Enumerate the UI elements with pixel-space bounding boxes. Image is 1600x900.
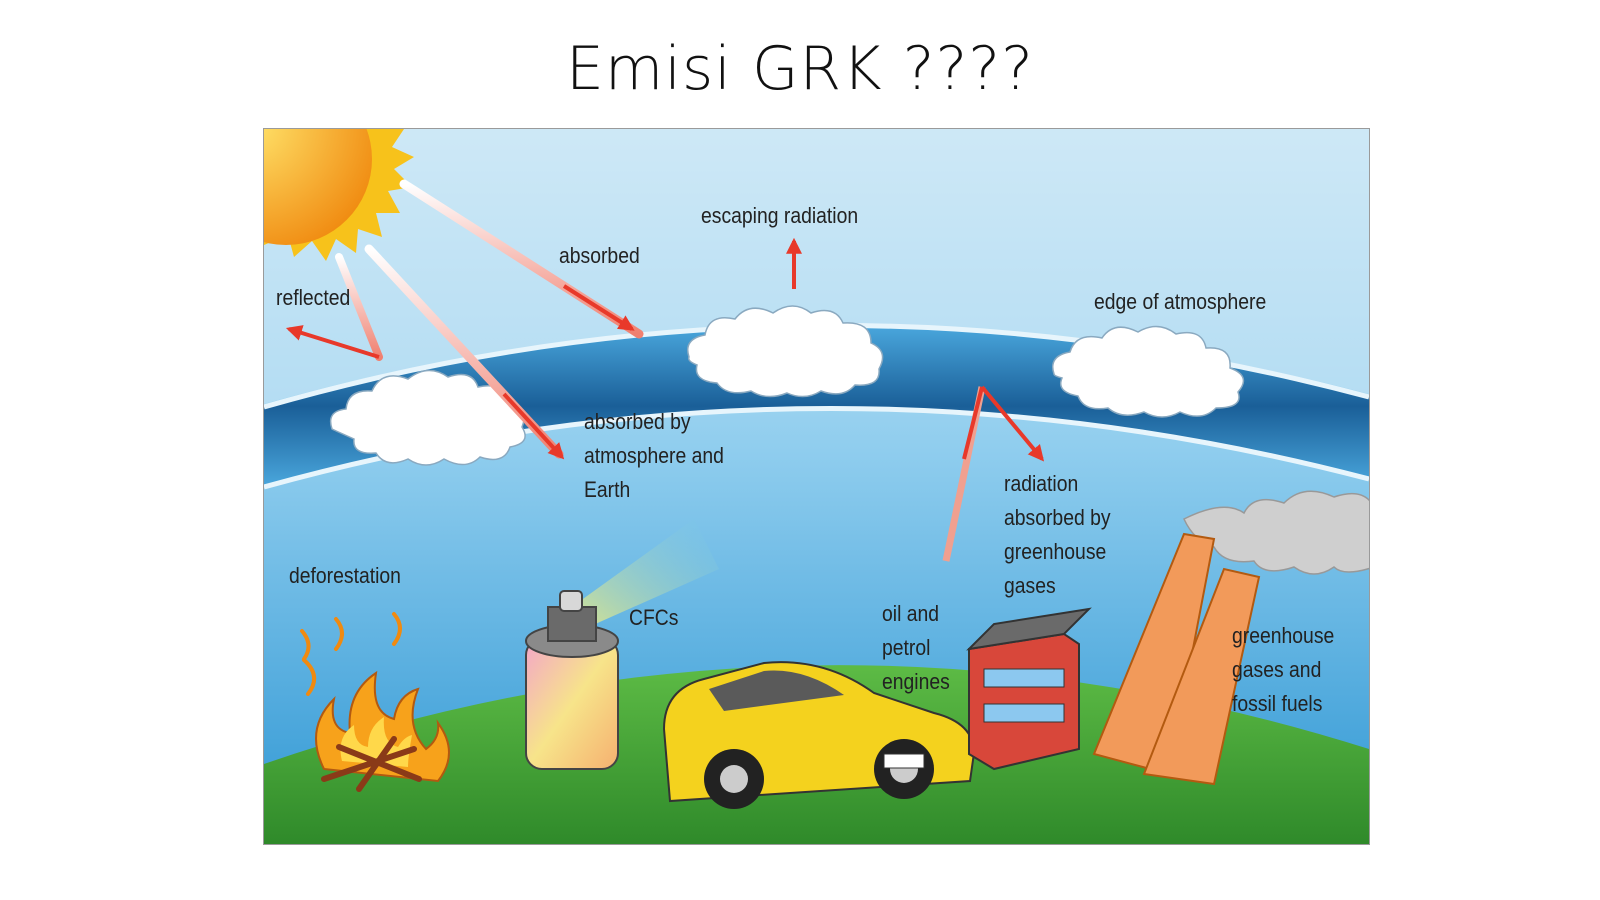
label-escaping-radiation: escaping radiation [701, 203, 859, 228]
label-oil-petrol-1: oil and [882, 601, 940, 626]
sun-icon [264, 129, 414, 261]
radiation-arrows [285, 179, 1045, 562]
label-absorbed: absorbed [559, 243, 640, 268]
label-edge-of-atmosphere: edge of atmosphere [1094, 289, 1267, 314]
label-reflected: reflected [276, 285, 351, 310]
label-absorbed-by-2: atmosphere and [584, 443, 724, 468]
diagram-illustration [264, 129, 1369, 844]
label-greenhouse-fossil-2: gases and [1232, 657, 1322, 682]
label-absorbed-by-1: absorbed by [584, 409, 691, 434]
chimney-icon [1092, 490, 1369, 786]
greenhouse-effect-diagram: escaping radiation absorbed reflected ed… [263, 128, 1370, 845]
label-oil-petrol-3: engines [882, 669, 950, 694]
cloud-right [1052, 325, 1245, 418]
slide-title: Emisi GRK ???? [565, 34, 1034, 104]
label-oil-petrol-2: petrol [882, 635, 931, 660]
fire-icon [300, 612, 450, 792]
label-radiation-absorbed-3: greenhouse [1004, 539, 1107, 564]
label-greenhouse-fossil-3: fossil fuels [1232, 691, 1323, 716]
label-cfcs: CFCs [629, 605, 679, 630]
label-radiation-absorbed-4: gases [1004, 573, 1056, 598]
spray-can-icon [525, 519, 719, 770]
label-deforestation: deforestation [289, 563, 401, 588]
label-greenhouse-fossil-1: greenhouse [1232, 623, 1335, 648]
label-radiation-absorbed-1: radiation [1004, 471, 1079, 496]
label-absorbed-by-3: Earth [584, 477, 631, 502]
cloud-left [329, 369, 526, 466]
label-radiation-absorbed-2: absorbed by [1004, 505, 1111, 530]
car-icon [662, 661, 976, 809]
factory-icon [966, 607, 1092, 771]
cloud-center [687, 305, 884, 398]
